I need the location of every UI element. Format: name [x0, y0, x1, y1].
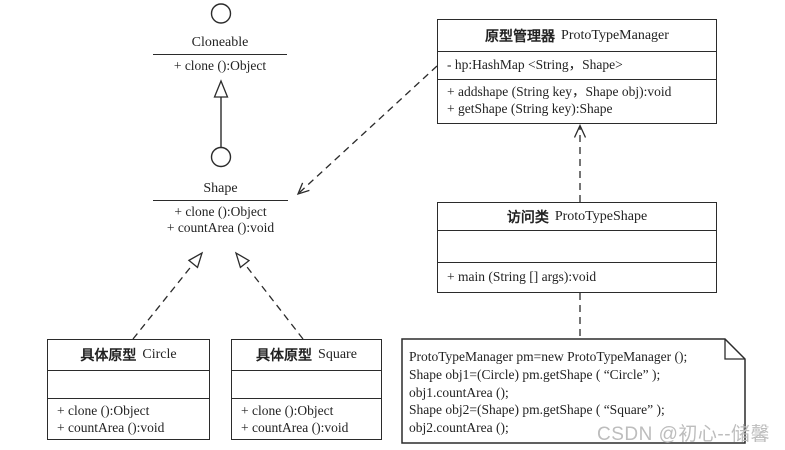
class-prototypeshape: 访问类 ProtoTypeShape + main (String [] arg… [437, 202, 717, 293]
circle-to-shape-realization-line [132, 263, 194, 340]
class-concrete-square-title-en: Square [318, 347, 357, 362]
class-prototypeshape-title-en: ProtoTypeShape [554, 208, 648, 224]
square-to-shape-arrowhead-icon [234, 251, 251, 269]
class-concrete-square-attributes [232, 371, 381, 399]
class-prototypeshape-title-zh: 访问类 [506, 210, 549, 226]
interface-shape: Shape + clone ():Object + countArea ():v… [153, 181, 288, 235]
class-concrete-circle-title: 具体原型 Circle [48, 340, 209, 371]
note-code-line-3: obj1.countArea (); [409, 384, 509, 400]
attribute-hp: - hp:HashMap <String，Shape> [447, 57, 623, 72]
class-prototypeshape-methods: + main (String [] args):void [438, 263, 716, 292]
class-prototypemanager-attributes: - hp:HashMap <String，Shape> [438, 52, 716, 80]
class-concrete-square: 具体原型 Square + clone ():Object + countAre… [231, 339, 382, 440]
note-code-line-2: Shape obj1=(Circle) pm.getShape ( “Circl… [409, 366, 661, 382]
class-prototypemanager-title: 原型管理器 ProtoTypeManager [438, 20, 716, 52]
class-concrete-circle-methods: + clone ():Object + countArea ():void [48, 399, 209, 439]
note-outline [401, 338, 746, 444]
interface-cloneable-name: Cloneable [153, 35, 287, 55]
note-code-line-5: obj2.countArea (); [409, 420, 509, 436]
shape-to-cloneable-arrowhead-icon [213, 79, 229, 98]
circle-to-shape-arrowhead-icon [187, 251, 204, 269]
client-to-manager-arrowhead-icon [573, 123, 587, 138]
class-prototypemanager-methods: + addshape (String key，Shape obj):void +… [438, 80, 716, 123]
method-main: + main (String [] args):void [447, 269, 597, 284]
shape-interface-circle-icon [210, 146, 232, 168]
note-fold-icon [724, 339, 745, 360]
interface-shape-method-clone: + clone ():Object [174, 204, 267, 219]
method-square-countarea: + countArea ():void [241, 420, 349, 435]
manager-to-shape-arrowhead-icon [296, 182, 310, 196]
class-concrete-circle: 具体原型 Circle + clone ():Object + countAre… [47, 339, 210, 440]
note-code-line-1: ProtoTypeManager pm=new ProtoTypeManager… [409, 349, 688, 364]
square-to-shape-realization-line [244, 263, 304, 340]
class-concrete-square-title-zh: 具体原型 [256, 349, 313, 364]
class-concrete-circle-title-zh: 具体原型 [80, 349, 137, 364]
method-addshape: + addshape (String key，Shape obj):void [447, 84, 672, 99]
class-prototypeshape-attributes [438, 231, 716, 263]
class-prototypemanager-title-en: ProtoTypeManager [561, 27, 669, 43]
note-code: ProtoTypeManager pm=new ProtoTypeManager… [409, 348, 739, 437]
method-getshape: + getShape (String key):Shape [447, 101, 613, 116]
class-prototypemanager-title-zh: 原型管理器 [485, 29, 556, 45]
interface-cloneable-method: + clone ():Object [173, 58, 267, 73]
interface-shape-method-countarea: + countArea ():void [166, 219, 275, 235]
class-concrete-circle-attributes [48, 371, 209, 399]
class-concrete-square-methods: + clone ():Object + countArea ():void [232, 399, 381, 439]
interface-shape-name: Shape [153, 181, 288, 201]
watermark: CSDN @初心--储馨 [597, 424, 771, 445]
method-square-clone: + clone ():Object [241, 403, 334, 418]
interface-cloneable: Cloneable + clone ():Object [153, 35, 287, 74]
method-circle-countarea: + countArea ():void [57, 420, 165, 435]
class-prototypeshape-title: 访问类 ProtoTypeShape [438, 203, 716, 231]
class-concrete-circle-title-en: Circle [142, 347, 177, 362]
class-prototypemanager: 原型管理器 ProtoTypeManager - hp:HashMap <Str… [437, 19, 717, 124]
method-circle-clone: + clone ():Object [57, 403, 150, 418]
cloneable-interface-circle-icon [210, 3, 232, 24]
note-code-line-4: Shape obj2=(Shape) pm.getShape ( “Square… [409, 402, 665, 418]
manager-to-shape-dependency-line [298, 65, 438, 194]
class-concrete-square-title: 具体原型 Square [232, 340, 381, 371]
